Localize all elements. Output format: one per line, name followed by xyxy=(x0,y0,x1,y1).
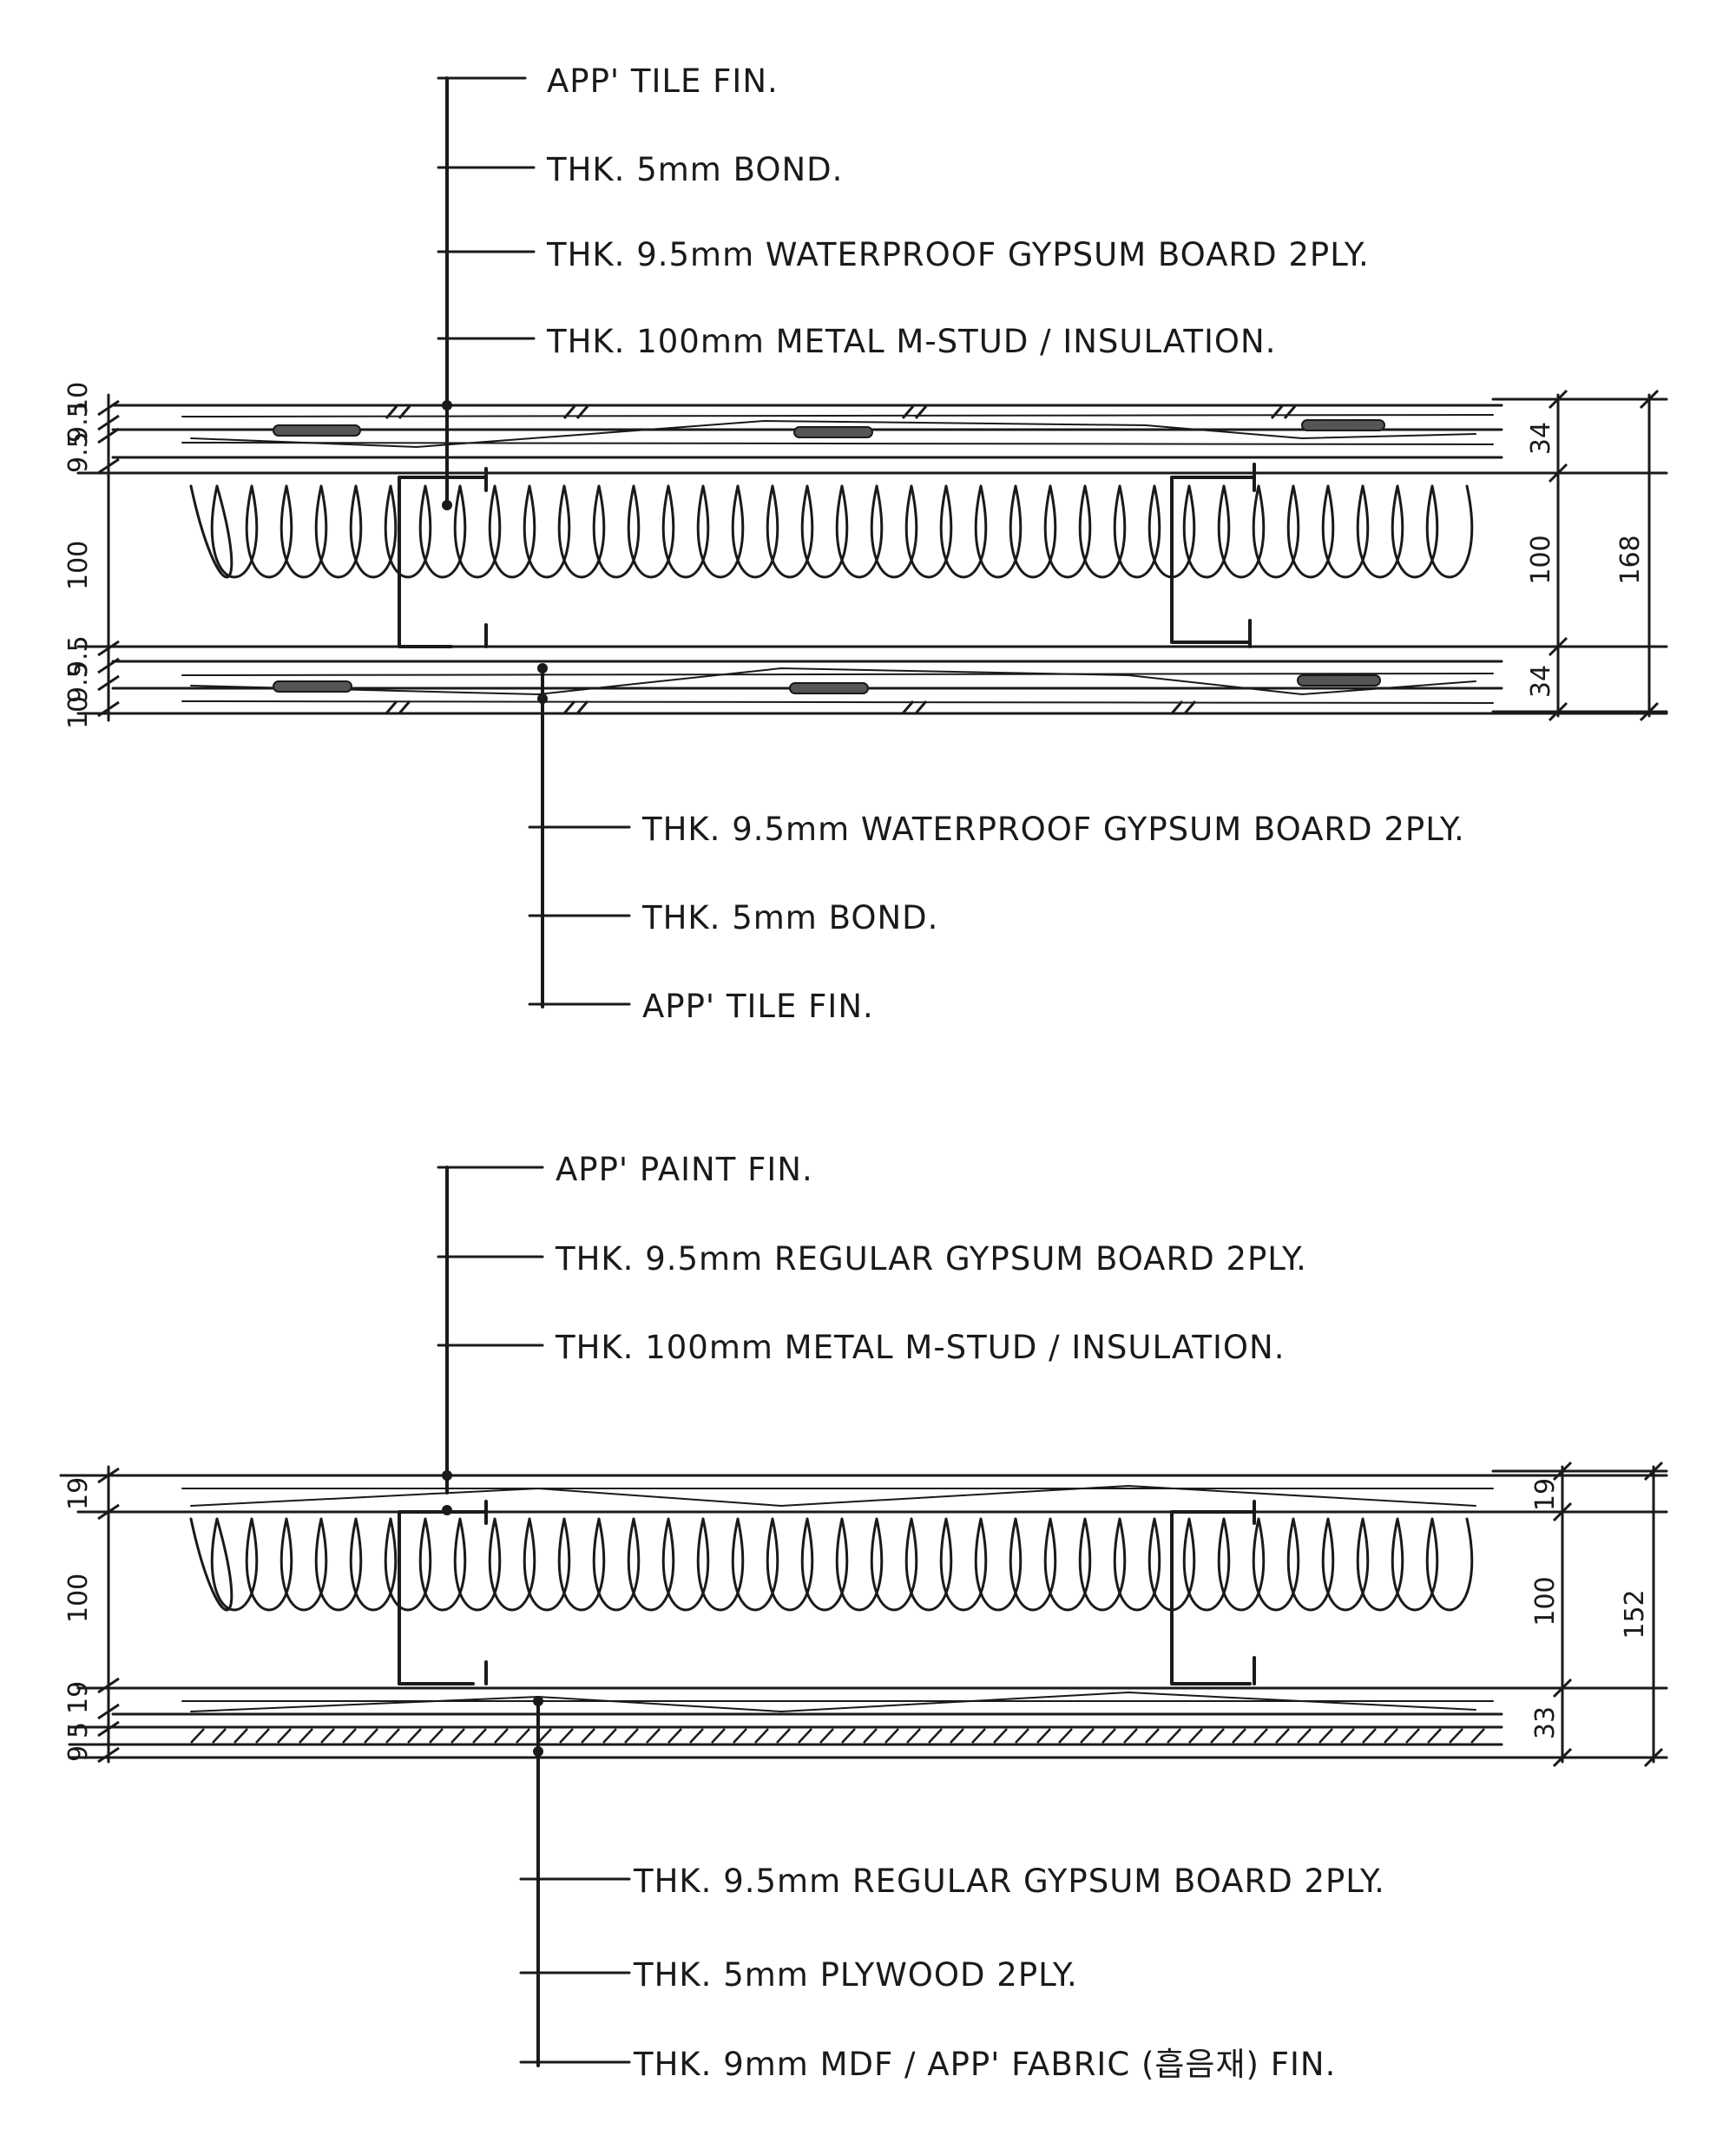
dim-right-3: 34 xyxy=(1526,665,1556,698)
metal-studs-1 xyxy=(398,463,1256,648)
note-ext-4: THK. 100mm METAL M-STUD / INSULATION. xyxy=(546,323,1276,360)
note-ext-5: APP' PAINT FIN. xyxy=(556,1151,813,1188)
dim-left-9: 100 xyxy=(63,1574,94,1623)
dim-total-2: 152 xyxy=(1620,1589,1650,1639)
dim-left-5: 9.5 xyxy=(63,635,94,677)
dim-total-1: 168 xyxy=(1615,535,1646,584)
dim-right-6: 33 xyxy=(1530,1706,1561,1739)
wall-1-layers xyxy=(76,404,1668,715)
note-ext-6: THK. 9.5mm REGULAR GYPSUM BOARD 2PLY. xyxy=(555,1240,1307,1278)
note-ext-7: THK. 100mm METAL M-STUD / INSULATION. xyxy=(555,1329,1285,1366)
bond-blobs xyxy=(273,419,1385,694)
note-int-3: APP' TILE FIN. xyxy=(642,988,874,1025)
leader-dot xyxy=(533,1696,543,1706)
dim-left-4: 100 xyxy=(63,541,94,590)
dimension-right-1: 34 100 34 168 xyxy=(1491,389,1668,722)
leader-dot xyxy=(537,663,548,673)
note-int-4: THK. 9.5mm REGULAR GYPSUM BOARD 2PLY. xyxy=(633,1863,1385,1900)
tile-hatch-bottom xyxy=(385,700,1197,714)
note-int-2: THK. 5mm BOND. xyxy=(641,899,938,936)
leader-dot xyxy=(533,1746,543,1757)
dim-left-11: 5 xyxy=(63,1722,94,1738)
dimension-left-2: 19 100 19 5 9 xyxy=(63,1465,120,1764)
note-int-5: THK. 5mm PLYWOOD 2PLY. xyxy=(633,1956,1078,1994)
wall-section-2: APP' PAINT FIN. THK. 9.5mm REGULAR GYPSU… xyxy=(59,1151,1668,2083)
note-ext-2: THK. 5mm BOND. xyxy=(546,151,843,188)
note-ext-3: THK. 9.5mm WATERPROOF GYPSUM BOARD 2PLY. xyxy=(546,236,1370,273)
note-ext-1: APP' TILE FIN. xyxy=(547,62,779,100)
dim-left-12: 9 xyxy=(63,1745,94,1762)
dim-left-7: 10 xyxy=(63,696,94,729)
dim-left-10: 19 xyxy=(63,1681,94,1714)
dim-right-2: 100 xyxy=(1526,535,1556,584)
dimension-left-1: 10 9.5 9.5 100 9.5 9.5 10 xyxy=(63,382,120,729)
dim-right-1: 34 xyxy=(1526,422,1556,455)
dim-left-6: 9.5 xyxy=(63,661,94,703)
dim-right-5: 100 xyxy=(1530,1576,1561,1626)
leader-dot xyxy=(442,500,452,510)
insulation-loops-1 xyxy=(189,484,1474,579)
plywood-mdf-hatch xyxy=(190,1728,1485,1744)
insulation-loops-2 xyxy=(189,1517,1474,1612)
dim-left-1: 10 xyxy=(63,382,94,415)
dim-left-8: 19 xyxy=(63,1477,94,1510)
note-int-1: THK. 9.5mm WATERPROOF GYPSUM BOARD 2PLY. xyxy=(641,811,1465,848)
tile-hatch-top xyxy=(385,405,1297,419)
leader-dot xyxy=(537,693,548,704)
note-int-6: THK. 9mm MDF / APP' FABRIC (흡음재) FIN. xyxy=(633,2046,1336,2083)
metal-studs-2 xyxy=(398,1500,1256,1685)
dimension-right-2: 19 100 33 152 xyxy=(1491,1461,1668,1768)
wall-2-layers xyxy=(59,1474,1668,1759)
dim-left-2: 9.5 xyxy=(63,401,94,443)
wall-section-1: APP' TILE FIN. THK. 5mm BOND. THK. 9.5mm… xyxy=(63,62,1668,1025)
dim-right-4: 19 xyxy=(1530,1478,1561,1511)
dim-left-3: 9.5 xyxy=(63,431,94,473)
